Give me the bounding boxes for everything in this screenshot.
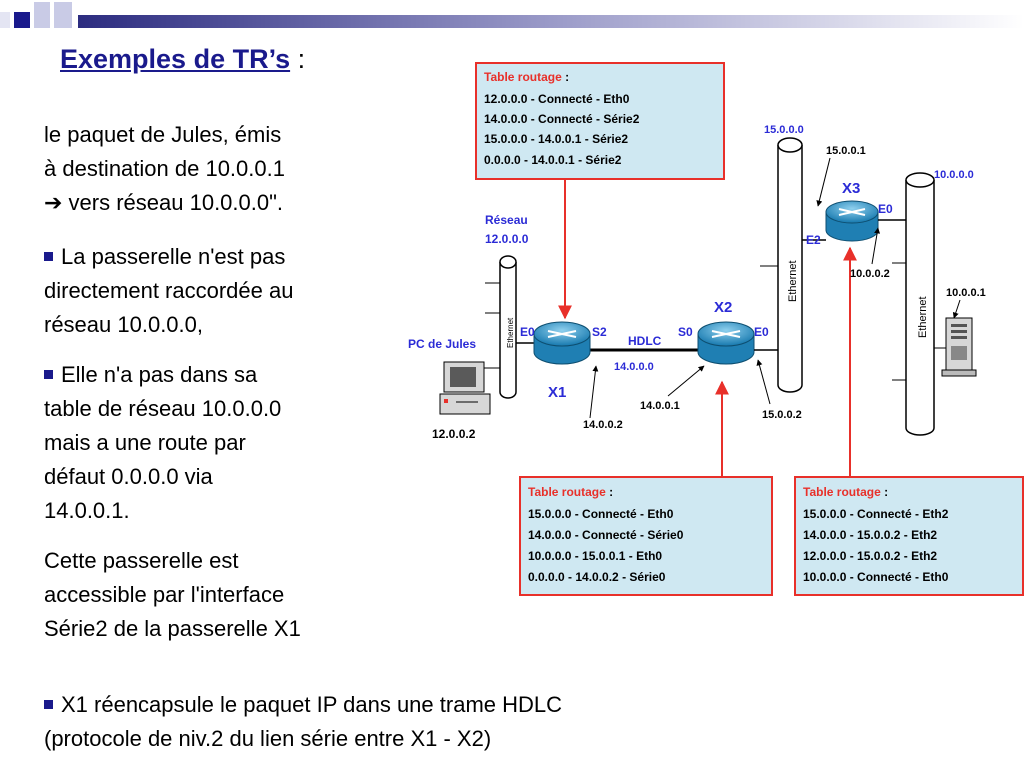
- table-x3-title: Table routage: [803, 485, 881, 499]
- ethernet-label-10: Ethernet: [917, 296, 929, 338]
- ip-10-0-0-1-label: 10.0.0.1: [946, 287, 986, 299]
- table-x2-title: Table routage: [528, 485, 606, 499]
- slide-title-colon: :: [290, 44, 306, 74]
- svg-text:Table routage :: Table routage :: [803, 485, 888, 499]
- x2-label: X2: [714, 299, 732, 316]
- net-15-label: 15.0.0.0: [764, 124, 804, 136]
- bullet-icon: [44, 252, 53, 261]
- header-decoration: [0, 2, 1024, 28]
- ethernet-segment-12: Ethernet: [485, 255, 517, 399]
- x3-label: X3: [842, 180, 860, 197]
- hdlc-label: HDLC: [628, 334, 662, 348]
- x1-label: X1: [548, 384, 566, 401]
- pc-ip-label: 12.0.0.2: [432, 427, 476, 441]
- hdlc-ip-label: 14.0.0.0: [614, 361, 654, 373]
- ip-15-0-0-2-label: 15.0.0.2: [762, 409, 802, 421]
- text-line: ➔ vers réseau 10.0.0.0".: [44, 190, 284, 215]
- text-line: 14.0.0.1.: [44, 498, 130, 523]
- router-x2-icon: [697, 321, 755, 365]
- ip-15-0-0-1-label: 15.0.0.1: [826, 145, 866, 157]
- text-line: La passerelle n'est pas: [61, 244, 286, 269]
- text-line: directement raccordée au: [44, 278, 294, 303]
- svg-text:Table routage :: Table routage :: [484, 70, 569, 84]
- table-x1-row: 15.0.0.0 - 14.0.0.1 - Série2: [484, 132, 628, 146]
- text-line: le paquet de Jules, émis: [44, 122, 282, 147]
- text-line: accessible par l'interface: [44, 582, 285, 607]
- table-x1-title: Table routage: [484, 70, 562, 84]
- table-x2-row: 14.0.0.0 - Connecté - Série0: [528, 528, 684, 542]
- text-line: à destination de 10.0.0.1: [44, 156, 285, 181]
- table-x1-row: 0.0.0.0 - 14.0.0.1 - Série2: [484, 153, 622, 167]
- table-x2-row: 15.0.0.0 - Connecté - Eth0: [528, 507, 674, 521]
- reseau-ip-label: 12.0.0.0: [485, 232, 529, 246]
- ethernet-segment-10: Ethernet: [892, 172, 948, 436]
- text-line: mais a une route par: [44, 430, 246, 455]
- x3-e0-label: E0: [878, 202, 893, 216]
- table-x1-row: 14.0.0.0 - Connecté - Série2: [484, 112, 640, 126]
- ethernet-segment-15: Ethernet: [760, 137, 826, 393]
- ethernet-label-15: Ethernet: [787, 260, 799, 302]
- paragraph-1: le paquet de Jules, émis à destination d…: [44, 118, 285, 220]
- text-line: réseau 10.0.0.0,: [44, 312, 204, 337]
- ethernet-label-small: Ethernet: [506, 317, 515, 348]
- text-line: table de réseau 10.0.0.0: [44, 396, 282, 421]
- text-line: X1 réencapsule le paquet IP dans une tra…: [61, 692, 563, 717]
- ip-14-0-0-2-label: 14.0.0.2: [583, 419, 623, 431]
- router-x3-icon: [825, 200, 879, 242]
- x1-s2-label: S2: [592, 325, 607, 339]
- slide-title-text: Exemples de TR’s: [60, 44, 291, 74]
- table-x3-row: 12.0.0.0 - 15.0.0.2 - Eth2: [803, 549, 937, 563]
- slide-title: Exemples de TR’s :: [60, 44, 305, 75]
- paragraph-3: Elle n'a pas dans sa table de réseau 10.…: [44, 358, 281, 528]
- text-line: Elle n'a pas dans sa: [61, 362, 258, 387]
- routing-table-x1: Table routage : 12.0.0.0 - Connecté - Et…: [475, 62, 725, 180]
- table-x2-row: 10.0.0.0 - 15.0.0.1 - Eth0: [528, 549, 662, 563]
- text-line: défaut 0.0.0.0 via: [44, 464, 213, 489]
- ip-14-0-0-1-label: 14.0.0.1: [640, 400, 680, 412]
- server-icon: [941, 317, 977, 377]
- reseau-label: Réseau: [485, 213, 528, 227]
- svg-text:Table routage :: Table routage :: [528, 485, 613, 499]
- routing-table-x3: Table routage : 15.0.0.0 - Connecté - Et…: [794, 476, 1024, 596]
- x2-e0-label: E0: [754, 325, 769, 339]
- paragraph-2: La passerelle n'est pas directement racc…: [44, 240, 293, 342]
- x1-e0-label: E0: [520, 325, 535, 339]
- router-x1-icon: [533, 321, 591, 365]
- slide-header-bar: [0, 0, 1024, 30]
- table-x3-row: 15.0.0.0 - Connecté - Eth2: [803, 507, 949, 521]
- text-line: Cette passerelle est: [44, 548, 239, 573]
- table-x2-row: 0.0.0.0 - 14.0.0.2 - Série0: [528, 570, 666, 584]
- routing-table-x2: Table routage : 15.0.0.0 - Connecté - Et…: [519, 476, 773, 596]
- bullet-icon: [44, 370, 53, 379]
- x2-s0-label: S0: [678, 325, 693, 339]
- net-10-label: 10.0.0.0: [934, 169, 974, 181]
- table-x3-row: 10.0.0.0 - Connecté - Eth0: [803, 570, 949, 584]
- table-x3-row: 14.0.0.0 - 15.0.0.2 - Eth2: [803, 528, 937, 542]
- paragraph-4: Cette passerelle est accessible par l'in…: [44, 544, 301, 646]
- ip-10-0-0-2-label: 10.0.0.2: [850, 268, 890, 280]
- paragraph-bottom: X1 réencapsule le paquet IP dans une tra…: [44, 688, 562, 756]
- pc-label: PC de Jules: [408, 337, 476, 351]
- text-line: Série2 de la passerelle X1: [44, 616, 301, 641]
- bullet-icon: [44, 700, 53, 709]
- text-line: (protocole de niv.2 du lien série entre …: [44, 726, 492, 751]
- pc-icon: [439, 361, 500, 415]
- table-x1-row: 12.0.0.0 - Connecté - Eth0: [484, 92, 630, 106]
- x3-e2-label: E2: [806, 233, 821, 247]
